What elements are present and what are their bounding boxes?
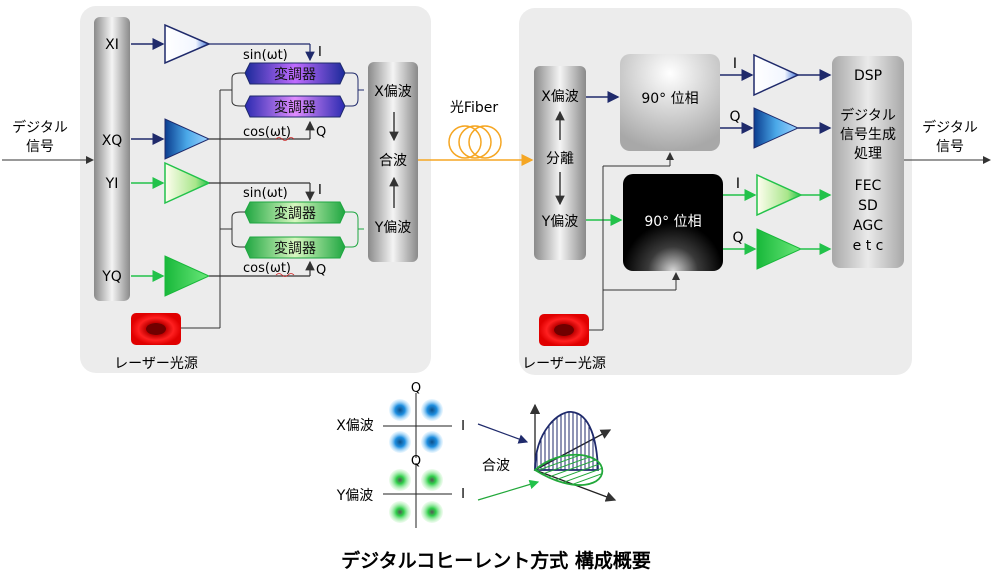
tx-sin-label-x: sin(ωt): [243, 48, 288, 63]
tx-modulator-label-1: 変調器: [274, 66, 316, 83]
tx-driver-yi: [164, 161, 211, 205]
tx-combine: 合波: [379, 153, 407, 169]
const-q-label-y: Q: [411, 454, 421, 469]
rx-pol-y: Y偏波: [541, 214, 579, 230]
tx-serial-bar: [94, 17, 130, 301]
tx-q-label-x: Q: [316, 125, 326, 140]
const-point: [421, 431, 443, 453]
fiber-label: 光Fiber: [450, 100, 498, 116]
tx-driver-yq: [164, 255, 211, 297]
tx-input-yq: YQ: [101, 269, 122, 285]
rx-pol-splitter: [534, 66, 586, 260]
rx-hybrid-y-label: 90° 位相: [644, 214, 701, 230]
rx-hybrid-x: [620, 54, 720, 151]
tx-i-label-x: I: [318, 45, 322, 60]
tx-modulator-label-3: 変調器: [274, 205, 316, 222]
rx-pol-x: X偏波: [541, 89, 579, 105]
tx-pol-combiner: [368, 62, 418, 262]
output-label-2: 信号: [936, 139, 964, 155]
output-label-1: デジタル: [922, 119, 978, 136]
tx-modulator-label-2: 変調器: [274, 99, 316, 116]
tx-cos-label-x: cos(ωt): [243, 125, 291, 140]
tx-q-label-y: Q: [316, 263, 326, 278]
const-point: [389, 399, 411, 421]
rx-i-label-x: I: [733, 56, 737, 72]
tx-modulator-label-4: 変調器: [274, 240, 316, 257]
rx-amp-xi: [753, 53, 800, 97]
rx-hybrid-x-label: 90° 位相: [641, 91, 698, 107]
const-point: [389, 501, 411, 523]
dsp-func-4: e t c: [853, 238, 884, 254]
rx-split: 分離: [546, 150, 574, 167]
tx-input-xi: XI: [105, 37, 119, 53]
dsp-block: [832, 56, 904, 268]
input-label-1: デジタル: [12, 119, 68, 136]
rx-amp-yi: [756, 173, 803, 217]
tx-input-xq: XQ: [102, 133, 123, 149]
tx-laser-label: レーザー光源: [114, 356, 198, 372]
tx-pol-x: X偏波: [374, 84, 412, 100]
tx-driver-xq: [164, 118, 211, 160]
input-label-2: 信号: [26, 139, 54, 155]
dsp-line-3: 処理: [854, 146, 882, 162]
dsp-func-2: SD: [858, 198, 878, 214]
const-point: [421, 501, 443, 523]
tx-sin-label-y: sin(ωt): [243, 186, 288, 201]
rx-hybrid-y: [623, 174, 723, 271]
page-title: デジタルコヒーレント方式 構成概要: [341, 549, 651, 572]
tx-i-label-y: I: [318, 183, 322, 198]
rx-amp-xq: [753, 107, 800, 149]
tx-pol-y: Y偏波: [374, 220, 412, 236]
const-x-label: X偏波: [336, 418, 374, 434]
fiber-coil-icon: [448, 125, 482, 159]
const-point: [421, 469, 443, 491]
rx-i-label-y: I: [736, 176, 740, 192]
const-i-label-y: I: [461, 487, 465, 502]
tx-input-yi: YI: [105, 176, 119, 192]
dsp-func-3: AGC: [853, 218, 883, 234]
const-i-label-x: I: [461, 419, 465, 434]
combined-wave-icon: [529, 403, 617, 502]
rx-q-label-y: Q: [732, 230, 743, 246]
const-y-label: Y偏波: [336, 488, 374, 504]
rx-amp-yq: [756, 228, 803, 270]
const-combine-label: 合波: [482, 458, 510, 474]
const-point: [421, 399, 443, 421]
const-point: [389, 469, 411, 491]
dsp-func-1: FEC: [855, 178, 882, 194]
tx-cos-label-y: cos(ωt): [243, 261, 291, 276]
tx-driver-xi: [164, 23, 211, 65]
rx-laser-label: レーザー光源: [522, 356, 606, 372]
rx-q-label-x: Q: [729, 109, 740, 125]
dsp-title: DSP: [854, 68, 882, 84]
dsp-line-1: デジタル: [840, 107, 896, 124]
const-q-label-x: Q: [411, 381, 421, 396]
dsp-line-2: 信号生成: [840, 127, 896, 143]
const-point: [389, 431, 411, 453]
